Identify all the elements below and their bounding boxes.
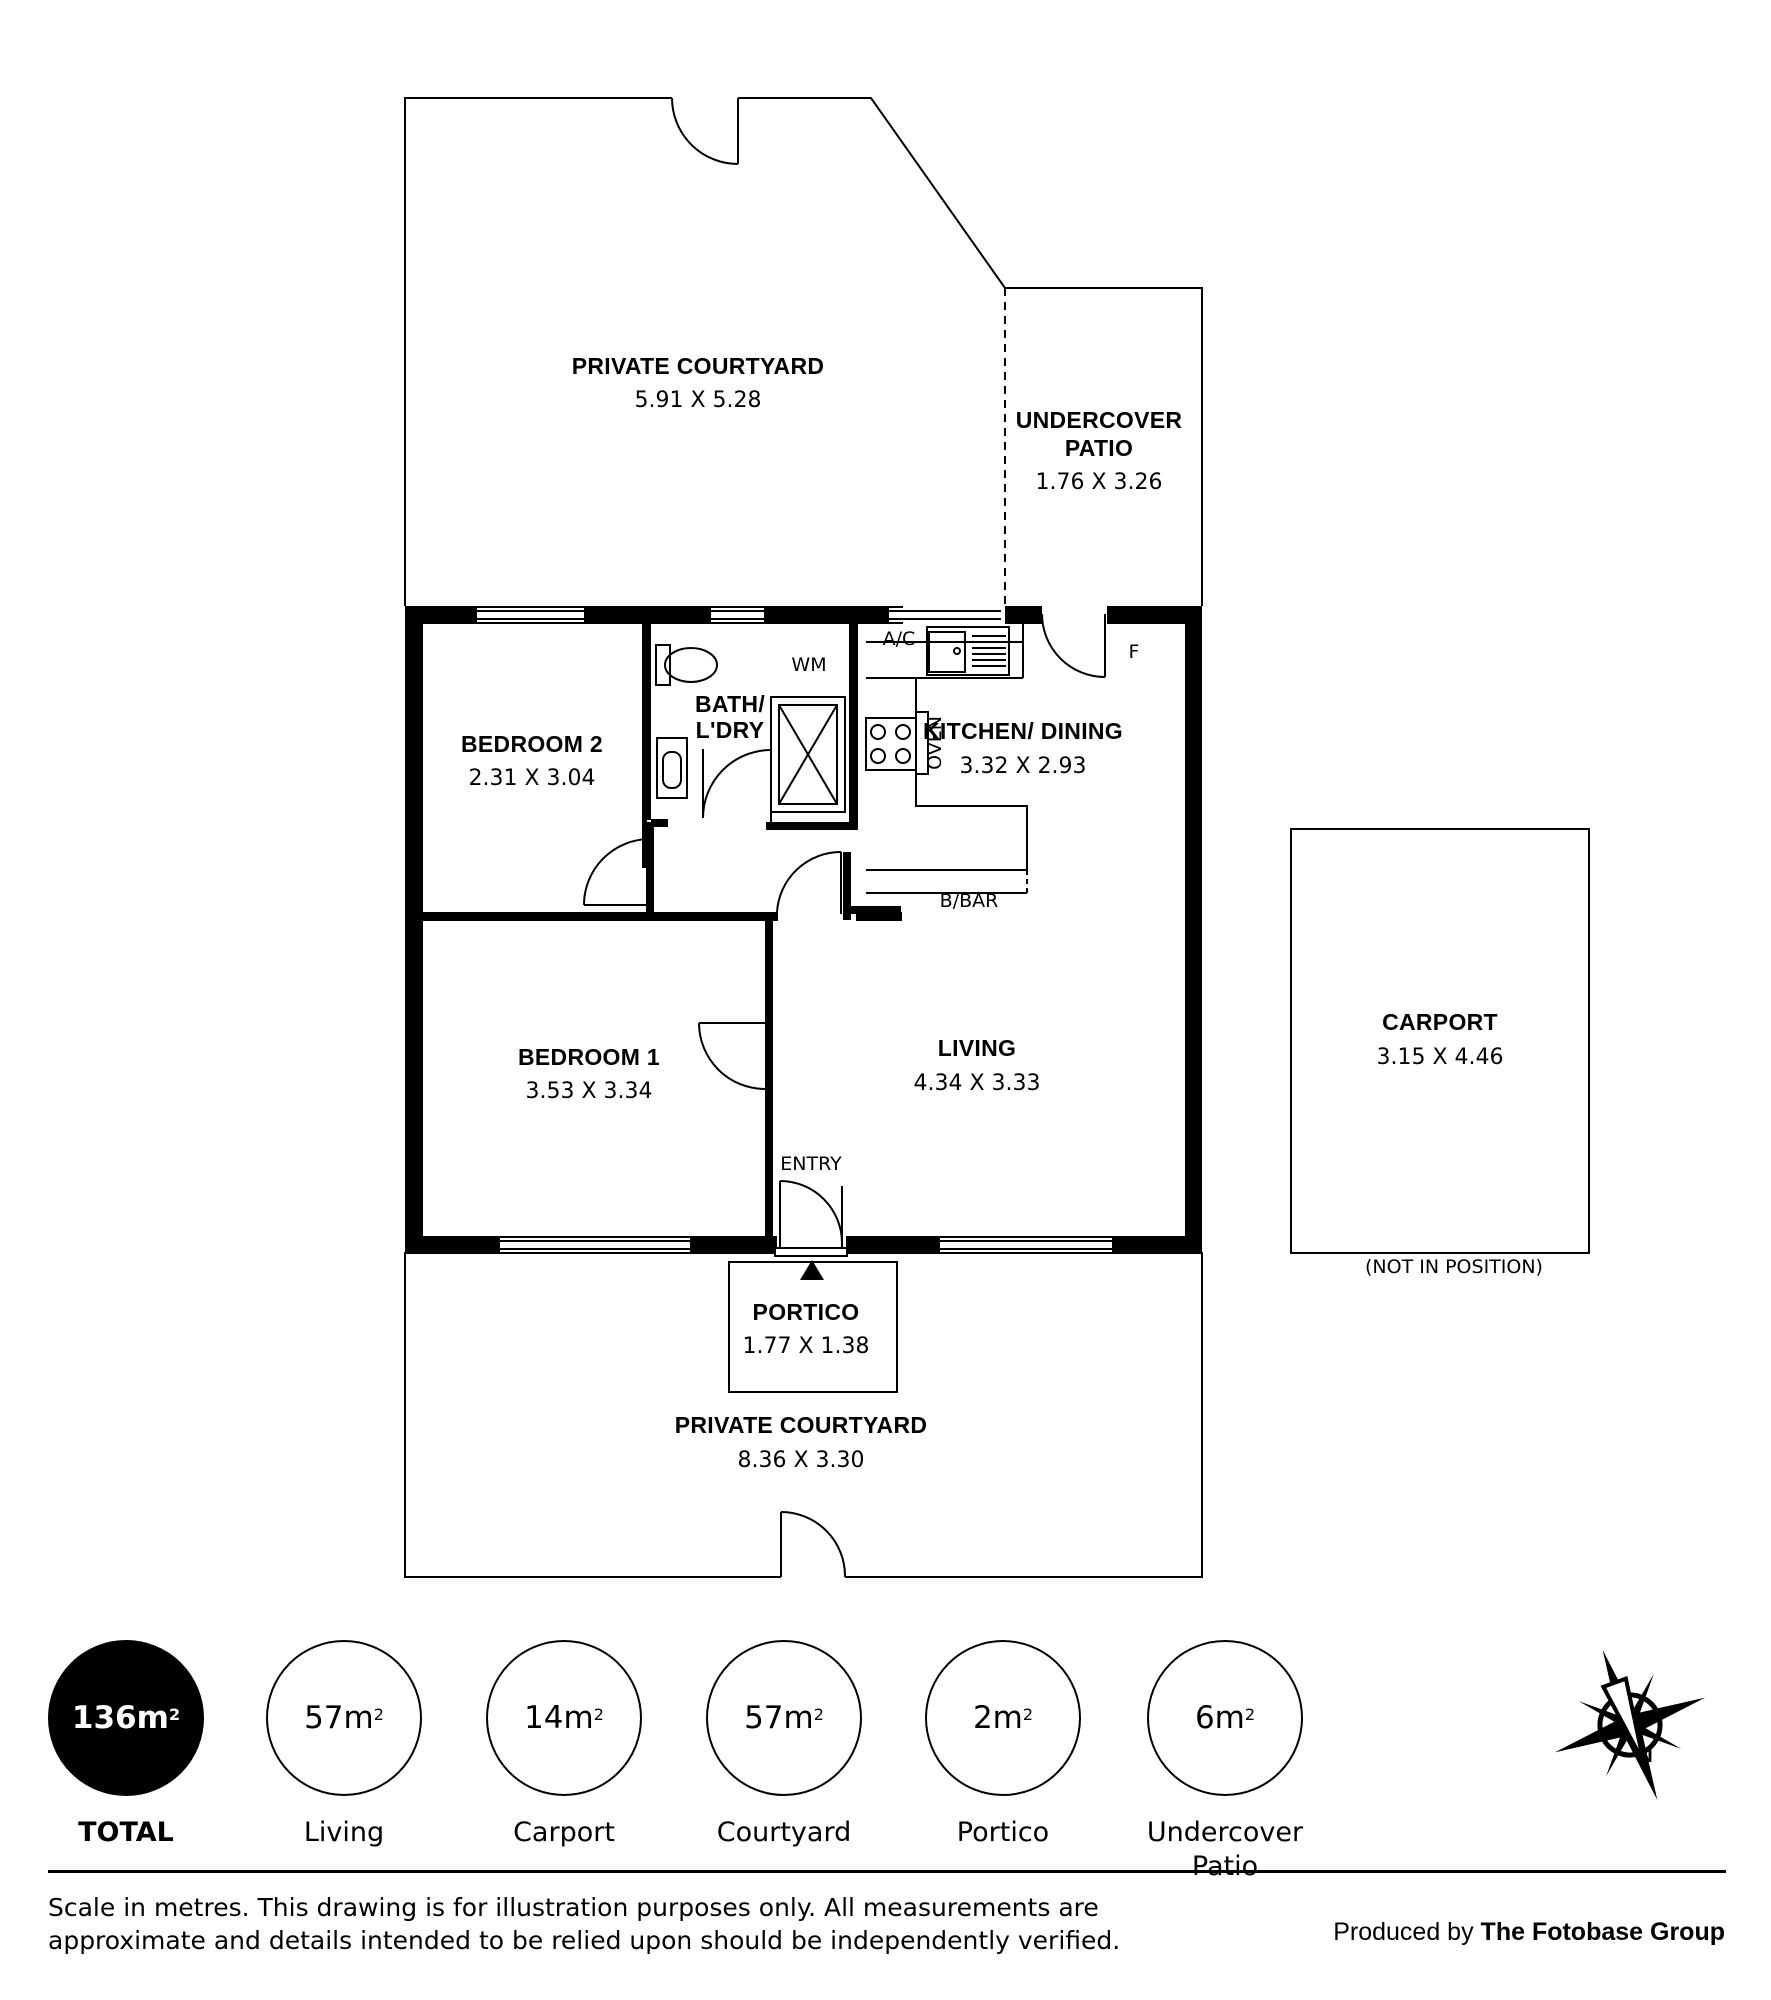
front-courtyard-name: PRIVATE COURTYARD <box>675 1412 928 1438</box>
producer-credit: Produced by The Fotobase Group <box>1333 1918 1725 1947</box>
producer-brand: The Fotobase Group <box>1480 1918 1725 1946</box>
passage-details <box>843 906 901 914</box>
fridge-label: F <box>1129 641 1140 663</box>
stat-carport-value: 14m <box>524 1700 594 1736</box>
stat-patio-value: 6m <box>1194 1700 1245 1736</box>
floor-plan: PRIVATE COURTYARD 5.91 X 5.28 UNDERCOVER… <box>404 97 1590 1578</box>
carport-name: CARPORT <box>1382 1009 1498 1035</box>
compass-north-label: N <box>1637 1742 1653 1767</box>
stat-portico-label: Portico <box>956 1817 1050 1848</box>
bedroom-1-dims: 3.53 X 3.34 <box>525 1079 652 1104</box>
entry-arrow <box>800 1260 824 1280</box>
bath-name-line2: L'DRY <box>696 717 765 743</box>
oven-label: OVEN <box>924 716 946 770</box>
stat-courtyard-value: 57m <box>744 1700 814 1736</box>
stat-courtyard-label: Courtyard <box>716 1817 852 1848</box>
windows <box>477 608 1112 1252</box>
disclaimer-line-2: approximate and details intended to be r… <box>48 1926 1121 1955</box>
stat-carport-sup: 2 <box>593 1704 604 1724</box>
stat-living-value: 57m <box>304 1700 374 1736</box>
patio-name-line2: PATIO <box>1065 435 1133 461</box>
stat-living-label: Living <box>303 1817 385 1848</box>
stat-total-sup: 2 <box>168 1704 181 1724</box>
portico-dims: 1.77 X 1.38 <box>742 1334 869 1359</box>
stat-patio-label-line1: Undercover <box>1146 1817 1304 1848</box>
stat-patio-sup: 2 <box>1244 1704 1256 1724</box>
rear-courtyard-outline <box>404 97 1203 606</box>
living-dims: 4.34 X 3.33 <box>913 1071 1040 1096</box>
stat-patio-label: Undercover Patio <box>1144 1816 1306 1884</box>
bedroom-2-dims: 2.31 X 3.04 <box>468 766 595 791</box>
living-name: LIVING <box>938 1035 1016 1061</box>
portico-name: PORTICO <box>753 1299 860 1325</box>
bbar-label: B/BAR <box>940 890 999 912</box>
stat-total-label: TOTAL <box>78 1817 174 1848</box>
footer-divider <box>48 1870 1726 1873</box>
stat-living-sup: 2 <box>373 1704 384 1724</box>
carport-note: (NOT IN POSITION) <box>1365 1256 1543 1278</box>
stat-carport-label: Carport <box>513 1817 615 1848</box>
kitchen-dining-name: KITCHEN/ DINING <box>923 718 1123 744</box>
carport-outline <box>1290 828 1590 1254</box>
stat-portico-sup: 2 <box>1022 1704 1034 1724</box>
disclaimer: Scale in metres. This drawing is for ill… <box>48 1891 1148 1957</box>
bedroom-2-name: BEDROOM 2 <box>461 731 603 757</box>
patio-name-line1: UNDERCOVER <box>1016 407 1183 433</box>
bedroom-1-name: BEDROOM 1 <box>518 1044 660 1070</box>
ac-label: A/C <box>883 628 916 650</box>
stat-patio-label-line2: Patio <box>1191 1851 1259 1882</box>
stat-portico-value: 2m <box>972 1700 1023 1736</box>
rear-courtyard-dims: 5.91 X 5.28 <box>634 388 761 413</box>
stat-total-value: 136m <box>71 1700 169 1736</box>
rear-courtyard-name: PRIVATE COURTYARD <box>572 353 825 379</box>
front-courtyard-dims: 8.36 X 3.30 <box>737 1448 864 1473</box>
north-compass-icon: N <box>1554 1649 1706 1801</box>
bathroom-fixtures <box>655 644 846 822</box>
disclaimer-line-1: Scale in metres. This drawing is for ill… <box>48 1893 1099 1922</box>
doors <box>583 613 1106 1257</box>
carport-dims: 3.15 X 4.46 <box>1376 1045 1503 1070</box>
entry-label: ENTRY <box>780 1153 842 1175</box>
kitchen-fixtures <box>865 624 1028 894</box>
produced-by-text: Produced by <box>1333 1918 1474 1946</box>
bath-name-line1: BATH/ <box>695 691 765 717</box>
stat-courtyard-sup: 2 <box>813 1704 824 1724</box>
wm-label: WM <box>791 654 826 676</box>
patio-dims: 1.76 X 3.26 <box>1035 470 1162 495</box>
kitchen-dining-dims: 3.32 X 2.93 <box>959 754 1086 779</box>
